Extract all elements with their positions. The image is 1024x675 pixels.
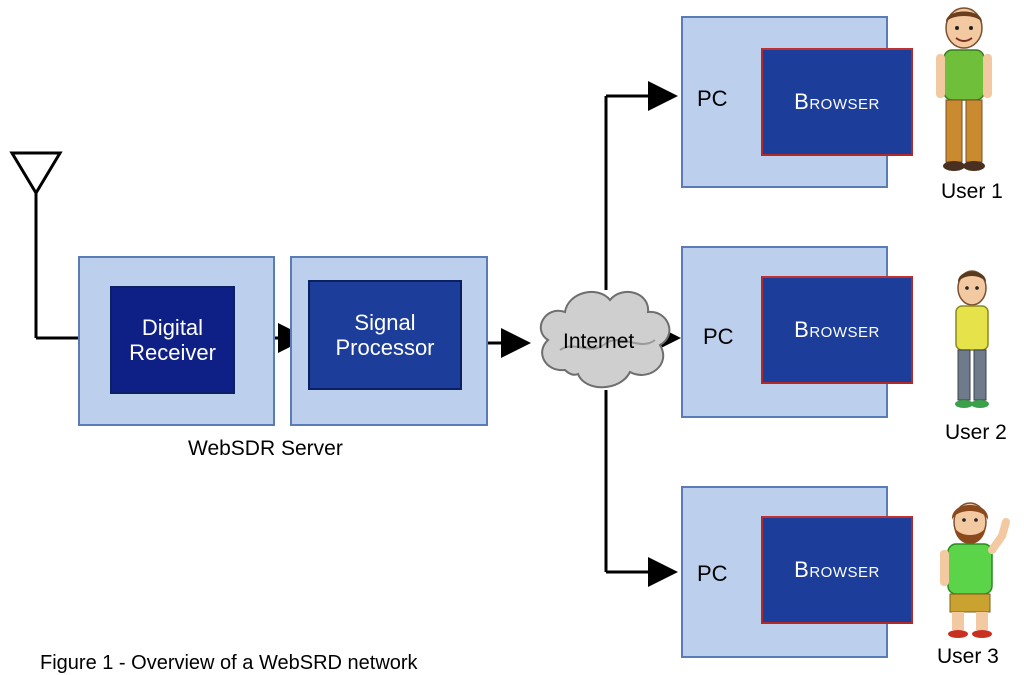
processor-label-line1: Signal (354, 310, 416, 335)
user-3-avatar (940, 502, 1010, 638)
user-2-avatar (955, 270, 989, 408)
processor-box: Signal Processor (290, 256, 488, 426)
receiver-box: Digital Receiver (78, 256, 275, 426)
receiver-label-line1: Digital (141, 315, 204, 340)
pc-box-1: PC Browser (681, 16, 913, 188)
browser-label-1: Browser (794, 89, 880, 114)
user-1-avatar (936, 7, 992, 171)
cloud-icon (539, 291, 671, 389)
browser-label-3: Browser (794, 557, 880, 582)
user-1-label: User 1 (941, 180, 1003, 203)
internet-label: Internet (563, 330, 635, 353)
browser-label-2: Browser (794, 317, 880, 342)
receiver-label-line2: Receiver (129, 340, 216, 365)
server-label: WebSDR Server (188, 437, 343, 460)
pc-box-2: PC Browser (681, 246, 913, 418)
pc-label-3: PC (697, 561, 728, 586)
browser-2: Browser (761, 276, 913, 384)
digital-receiver-block: Digital Receiver (110, 286, 235, 394)
user-2-label: User 2 (945, 421, 1007, 444)
processor-label-line2: Processor (335, 335, 435, 360)
signal-processor-block: Signal Processor (308, 280, 462, 390)
browser-1: Browser (761, 48, 913, 156)
pc-box-3: PC Browser (681, 486, 913, 658)
figure-caption: Figure 1 - Overview of a WebSRD network (40, 652, 418, 674)
user-3-label: User 3 (937, 645, 999, 668)
pc-label-1: PC (697, 86, 728, 111)
pc-label-2: PC (703, 324, 734, 349)
browser-3: Browser (761, 516, 913, 624)
